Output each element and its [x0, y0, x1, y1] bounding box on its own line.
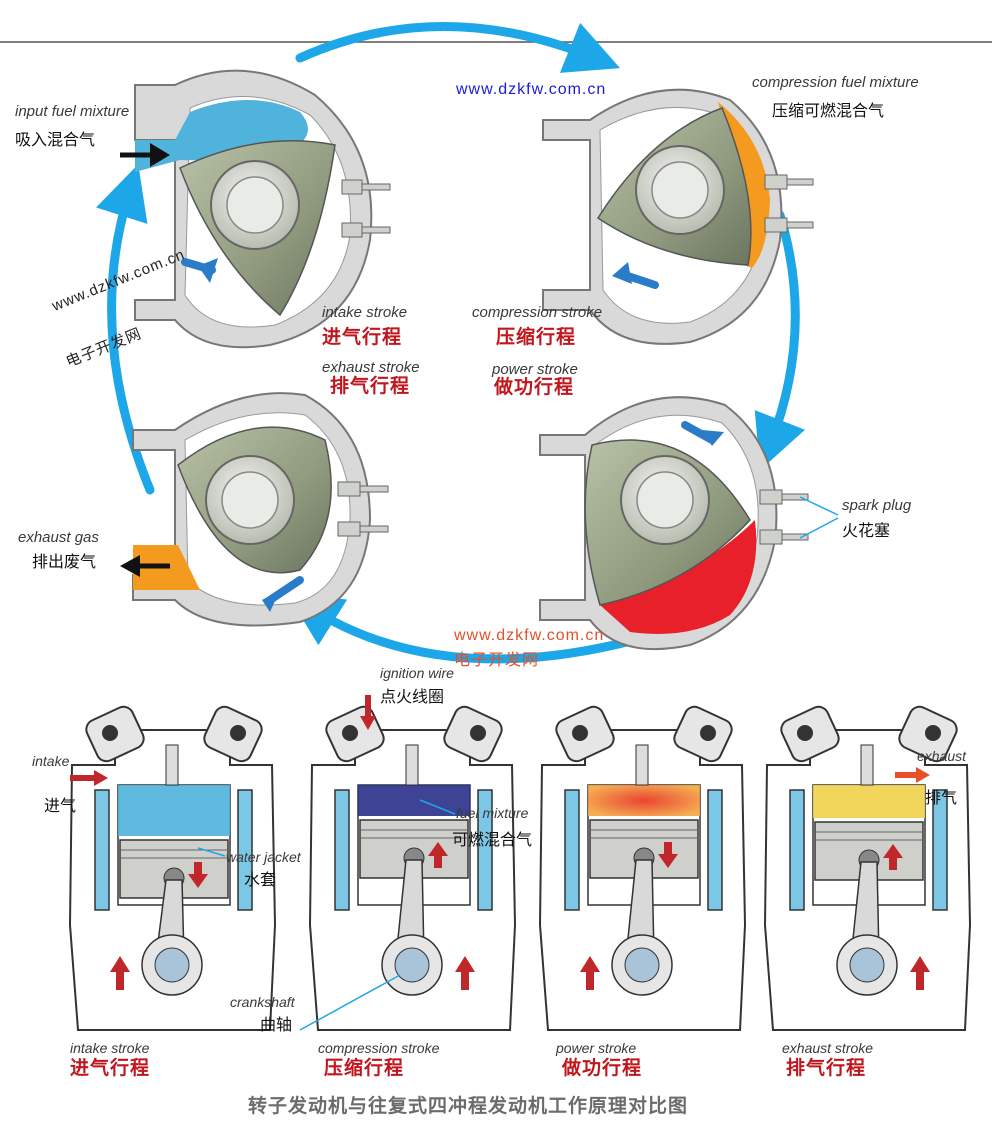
rotary-exhaust-stroke-label: exhaust stroke	[322, 359, 420, 376]
intake-arrow	[150, 143, 170, 167]
fuel-mixture-label-cn: 可燃混合气	[452, 830, 533, 849]
cycle-arrow-right	[754, 210, 805, 471]
crankshaft-label: crankshaft	[230, 994, 295, 1010]
spark-plug-label: spark plug	[842, 497, 912, 514]
piston-power-stroke-label: power stroke	[556, 1040, 637, 1056]
piston-compression-engine	[308, 705, 517, 1031]
rotation-arrow	[681, 421, 716, 444]
fuel-mixture-label: fuel mixture	[456, 805, 529, 821]
intake-flow-arrow-head	[94, 770, 108, 786]
ignition-wire-label: ignition wire	[380, 665, 454, 681]
rotary-power-stroke-label-cn: 做功行程	[494, 376, 575, 398]
exhaust-label: exhaust	[917, 748, 967, 764]
cycle-arrow-top	[295, 22, 621, 73]
spark-plugs	[759, 489, 809, 545]
rotation-arrow	[621, 271, 659, 289]
crank-rotation-arrow	[455, 956, 475, 990]
piston-power-engine	[538, 705, 747, 1031]
rotation-arrow	[266, 576, 304, 604]
crank-rotation-arrow	[910, 956, 930, 990]
piston-motion-arrow	[428, 842, 448, 868]
chamber-charge	[813, 785, 925, 818]
ignition-wire-label-cn: 点火线圈	[380, 687, 445, 706]
rotary-power-engine	[539, 396, 839, 651]
intake-label-cn: 进气	[44, 796, 77, 815]
spark-plug-leaders	[799, 496, 839, 539]
piston-motion-arrow	[883, 844, 903, 870]
piston-compression-stroke-label-cn: 压缩行程	[324, 1057, 405, 1079]
rotary-compression-stroke-label-cn: 压缩行程	[496, 326, 577, 348]
exhaust-flow-arrow-head	[916, 767, 930, 783]
compression-mixture-label: compression fuel mixture	[752, 74, 919, 91]
piston-power-stroke-label-cn: 做功行程	[562, 1057, 643, 1079]
rotary-exhaust-engine	[120, 392, 389, 627]
crank-rotation-arrow	[110, 956, 130, 990]
rotary-power-stroke-label: power stroke	[492, 361, 578, 378]
chamber-charge	[118, 785, 230, 836]
piston-motion-arrow	[188, 862, 208, 888]
watermark-middle-cn: 电子开发网	[454, 652, 540, 669]
compression-mixture-label-cn: 压缩可燃混合气	[772, 101, 885, 120]
rotary-compression-engine	[542, 88, 814, 345]
chamber-charge	[358, 785, 470, 816]
piston-compression-stroke-label: compression stroke	[318, 1040, 440, 1056]
rotary-compression-stroke-label: compression stroke	[472, 304, 603, 321]
input-mixture-label-cn: 吸入混合气	[15, 130, 96, 149]
water-jacket-label: water jacket	[226, 849, 301, 865]
water-jacket-label-cn: 水套	[244, 870, 277, 889]
cycle-arrow-bottom	[287, 593, 640, 664]
input-mixture-label: input fuel mixture	[15, 103, 130, 120]
crank-rotation-arrow	[580, 956, 600, 990]
piston-exhaust-stroke-label-cn: 排气行程	[786, 1057, 867, 1079]
rotation-arrow	[181, 258, 216, 274]
rotary-intake-stroke-label-cn: 进气行程	[322, 326, 403, 348]
spark-plug-label-cn: 火花塞	[842, 521, 891, 540]
piston-engines	[68, 695, 972, 1031]
spark-plugs	[337, 481, 389, 537]
rotary-exhaust-stroke-label-cn: 排气行程	[330, 375, 411, 397]
piston-intake-engine	[68, 705, 277, 1031]
spark-plugs	[341, 179, 391, 238]
piston-motion-arrow	[658, 842, 678, 868]
piston-exhaust-engine	[763, 705, 972, 1031]
rotary-intake-engine	[120, 69, 391, 349]
piston-exhaust-stroke-label: exhaust stroke	[782, 1040, 874, 1056]
piston-leaders	[197, 799, 456, 1031]
diagram-caption: 转子发动机与往复式四冲程发动机工作原理对比图	[248, 1095, 689, 1117]
spark-plugs	[764, 174, 814, 233]
rotary-intake-stroke-label: intake stroke	[322, 304, 408, 321]
chamber-charge	[588, 785, 700, 816]
watermark-middle-url: www.dzkfw.com.cn	[454, 627, 605, 644]
ignition-arrow-head	[360, 716, 376, 730]
exhaust-gas-label: exhaust gas	[18, 529, 99, 546]
crankshaft-label-cn: 曲轴	[260, 1015, 293, 1034]
piston-intake-stroke-label-cn: 进气行程	[70, 1057, 151, 1079]
exhaust-label-cn: 排气	[925, 788, 958, 807]
intake-label: intake	[32, 753, 70, 769]
piston-intake-stroke-label: intake stroke	[70, 1040, 150, 1056]
exhaust-gas-label-cn: 排出废气	[32, 552, 97, 571]
watermark-top-right: www.dzkfw.com.cn	[456, 81, 607, 98]
